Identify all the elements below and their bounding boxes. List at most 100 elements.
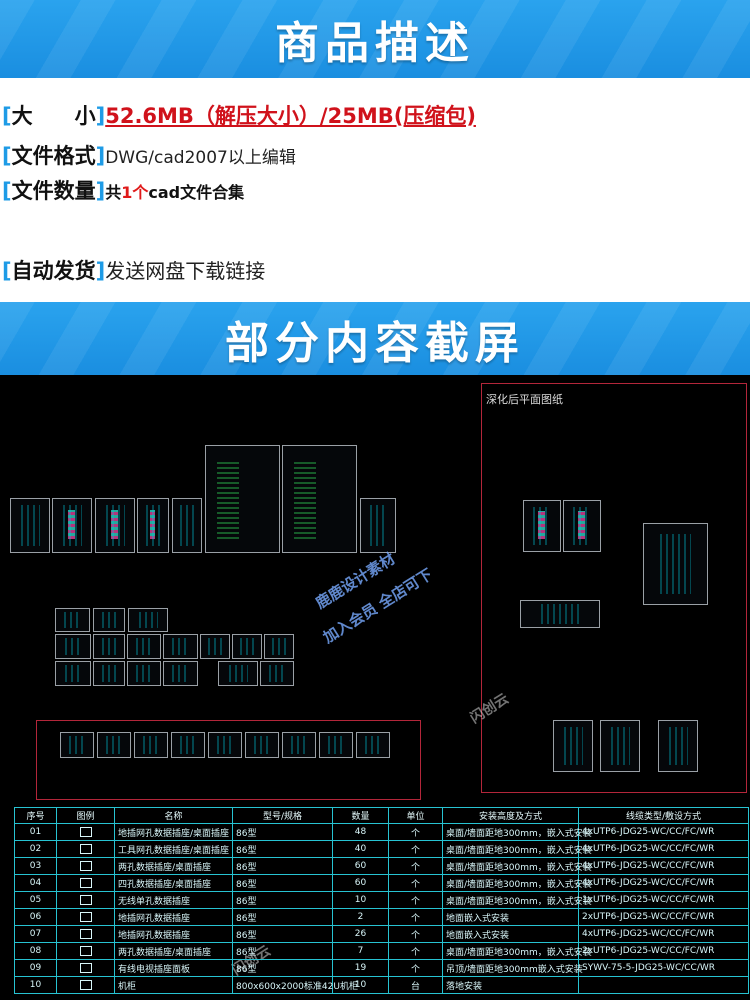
table-cell-symbol (56, 857, 115, 875)
table-header: 数量 (332, 807, 389, 824)
table-cell: 06 (14, 908, 57, 926)
table-cell: 机柜 (114, 976, 233, 994)
table-cell: 01 (14, 823, 57, 841)
banner-title: 商品描述 (275, 18, 475, 69)
table-cell: 吊顶/墙面距地300mm嵌入式安装 (442, 959, 583, 977)
count-key: 文件数量 (11, 179, 96, 203)
count-post: cad文件合集 (148, 183, 245, 202)
table-cell: 桌面/墙面距地300mm，嵌入式安装 (442, 823, 592, 841)
cad-detail-sheet (232, 634, 262, 659)
outlet-symbol-icon (79, 843, 92, 854)
table-header: 图例 (56, 807, 115, 824)
cad-detail-sheet (93, 661, 125, 686)
cad-detail-sheet (163, 634, 198, 659)
cad-detail-sheet (127, 634, 161, 659)
cad-detail-sheet (200, 634, 230, 659)
cad-detail-sheet (218, 661, 258, 686)
banner-product-description: 商品描述 (0, 0, 750, 78)
table-header: 单位 (388, 807, 443, 824)
table-cell: 4xUTP6-JDG25-WC/CC/FC/WR (578, 840, 749, 858)
outlet-symbol-icon (79, 928, 92, 939)
table-cell: 07 (14, 925, 57, 943)
bracket-open: [ (2, 179, 12, 203)
table-cell: 桌面/墙面距地300mm，嵌入式安装 (442, 942, 592, 960)
table-cell: 02 (14, 840, 57, 858)
cad-sheet (563, 500, 601, 552)
table-cell: 桌面/墙面距地300mm，嵌入式安装 (442, 857, 592, 875)
cad-sheet-large (282, 445, 357, 553)
banner-title: 部分内容截屏 (225, 317, 525, 369)
table-cell: 4xUTP6-JDG25-WC/CC/FC/WR (578, 857, 749, 875)
outlet-symbol-icon (79, 911, 92, 922)
table-cell: 800x600x2000标准42U机柜 (232, 976, 358, 994)
cad-sheet (658, 720, 698, 772)
table-cell: 86型 (232, 891, 333, 909)
info-row-size: [大 小]52.6MB（解压大小）/25MB(压缩包) (2, 100, 476, 130)
bracket-close: ] (95, 104, 106, 128)
table-cell: 四孔数据插座/桌面插座 (114, 874, 233, 892)
bracket-open: [ (2, 259, 12, 283)
cad-detail-sheet (134, 732, 168, 758)
cad-sheet (360, 498, 396, 553)
table-cell: 4xUTP6-JDG25-WC/CC/FC/WR (578, 823, 749, 841)
outlet-symbol-icon (79, 945, 92, 956)
table-cell-symbol (56, 942, 115, 960)
table-cell: 地插网孔数据插座/桌面插座 (114, 823, 233, 841)
cad-detail-sheet (264, 634, 294, 659)
table-cell: 86型 (232, 908, 333, 926)
cad-frame-lower (36, 720, 421, 800)
outlet-symbol-icon (79, 826, 92, 837)
table-cell: 地面嵌入式安装 (442, 925, 579, 943)
table-cell: 两孔数据插座/桌面插座 (114, 942, 233, 960)
outlet-symbol-icon (79, 894, 92, 905)
cad-preview-image: 深化后平面图纸 鹿鹿设计素材 加入会员 全店可下 闪创云 闪创云 序号 图例 名… (0, 375, 750, 1000)
table-cell-symbol (56, 908, 115, 926)
cad-detail-sheet (260, 661, 294, 686)
cad-sheet (600, 720, 640, 772)
table-cell: 48 (332, 823, 389, 841)
cad-detail-sheet (55, 661, 91, 686)
table-cell: 有线电视插座面板 (114, 959, 233, 977)
table-cell: 个 (388, 959, 443, 977)
table-cell: 86型 (232, 857, 333, 875)
cad-detail-sheet (163, 661, 198, 686)
table-cell: 03 (14, 857, 57, 875)
cad-detail-sheet (93, 634, 125, 659)
table-cell-symbol (56, 959, 115, 977)
table-cell: 桌面/墙面距地300mm，嵌入式安装 (442, 840, 592, 858)
cad-sheet (10, 498, 50, 553)
table-cell: 2xUTP6-JDG25-WC/CC/FC/WR (578, 942, 749, 960)
bracket-open: [ (2, 144, 12, 168)
bracket-close: ] (95, 144, 106, 168)
table-cell: 60 (332, 874, 389, 892)
cad-sheet (643, 523, 708, 605)
table-cell: 60 (332, 857, 389, 875)
info-row-shipping: [自动发货]发送网盘下载链接 (2, 255, 265, 285)
table-cell: 个 (388, 874, 443, 892)
cad-detail-sheet (356, 732, 390, 758)
table-header: 序号 (14, 807, 57, 824)
info-row-format: [文件格式]DWG/cad2007以上编辑 (2, 140, 296, 170)
table-cell: 4xUTP6-JDG25-WC/CC/FC/WR (578, 874, 749, 892)
table-cell: 个 (388, 840, 443, 858)
table-cell: 86型 (232, 925, 333, 943)
table-cell-symbol (56, 874, 115, 892)
table-cell: 地插网孔数据插座 (114, 908, 233, 926)
table-header: 线缆类型/敷设方式 (578, 807, 749, 824)
table-cell: 05 (14, 891, 57, 909)
table-header: 型号/规格 (232, 807, 333, 824)
cad-sheet-large (205, 445, 280, 553)
outlet-symbol-icon (79, 877, 92, 888)
table-cell: SYWV-75-5-JDG25-WC/CC/WR (578, 959, 749, 977)
table-cell: 个 (388, 925, 443, 943)
table-cell: 1xUTP6-JDG25-WC/CC/FC/WR (578, 891, 749, 909)
bracket-close: ] (95, 179, 106, 203)
table-cell: 4xUTP6-JDG25-WC/CC/FC/WR (578, 925, 749, 943)
cad-sheet (172, 498, 202, 553)
outlet-symbol-icon (79, 860, 92, 871)
